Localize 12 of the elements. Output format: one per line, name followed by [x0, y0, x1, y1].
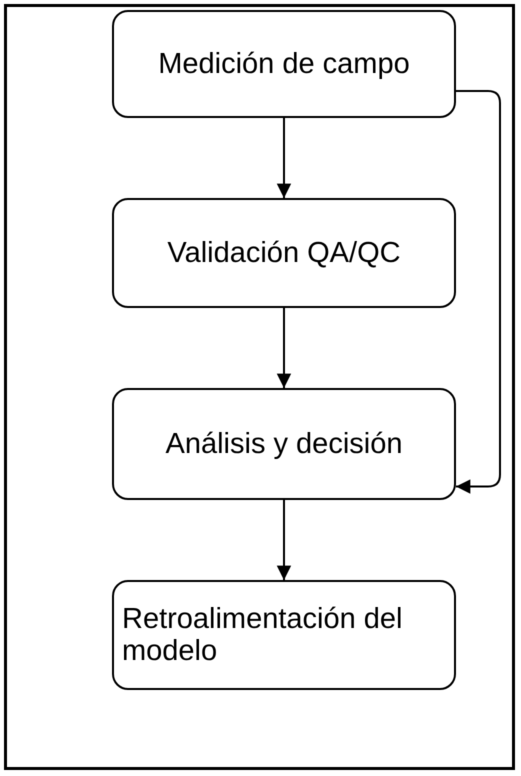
arrow [276, 500, 292, 580]
process-box [112, 388, 456, 500]
box-label: Análisis y decisión [166, 428, 402, 460]
arrow [276, 118, 292, 198]
box-label: Retroalimentación del modelo [122, 602, 404, 668]
process-box [112, 10, 456, 118]
arrow [456, 90, 501, 494]
process-box [112, 580, 456, 690]
arrow [276, 308, 292, 388]
box-label: Validación QA/QC [167, 236, 401, 270]
process-box [112, 198, 456, 308]
box-label: Medición de campo [158, 48, 410, 80]
